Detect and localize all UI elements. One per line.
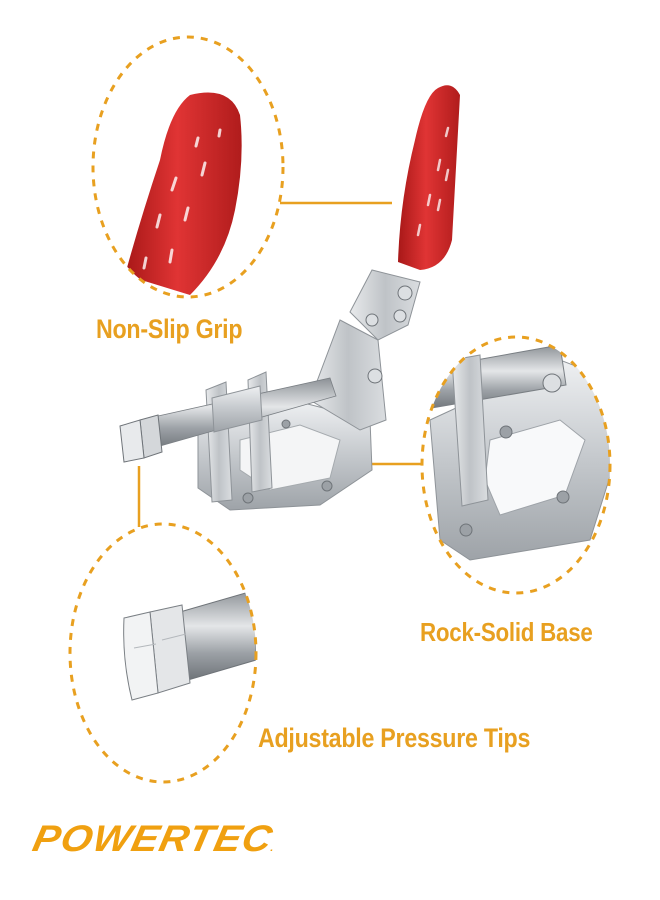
- toggle-clamp: [119, 85, 460, 511]
- callout-tips-detail: [68, 522, 258, 784]
- callout-grip-detail: [91, 35, 285, 299]
- callout-ellipse-grip: [91, 35, 285, 299]
- callout-label-grip: Non-Slip Grip: [96, 314, 243, 344]
- brand-logo-text: POWERTEC: [29, 818, 277, 859]
- callout-label-tips: Adjustable Pressure Tips: [258, 723, 531, 753]
- callout-ellipse-base: [420, 335, 612, 595]
- callout-ellipse-tips: [68, 522, 258, 784]
- callout-base-detail: [420, 335, 612, 595]
- callout-label-base: Rock-Solid Base: [420, 617, 593, 647]
- brand-logo: POWERTEC.: [29, 818, 280, 860]
